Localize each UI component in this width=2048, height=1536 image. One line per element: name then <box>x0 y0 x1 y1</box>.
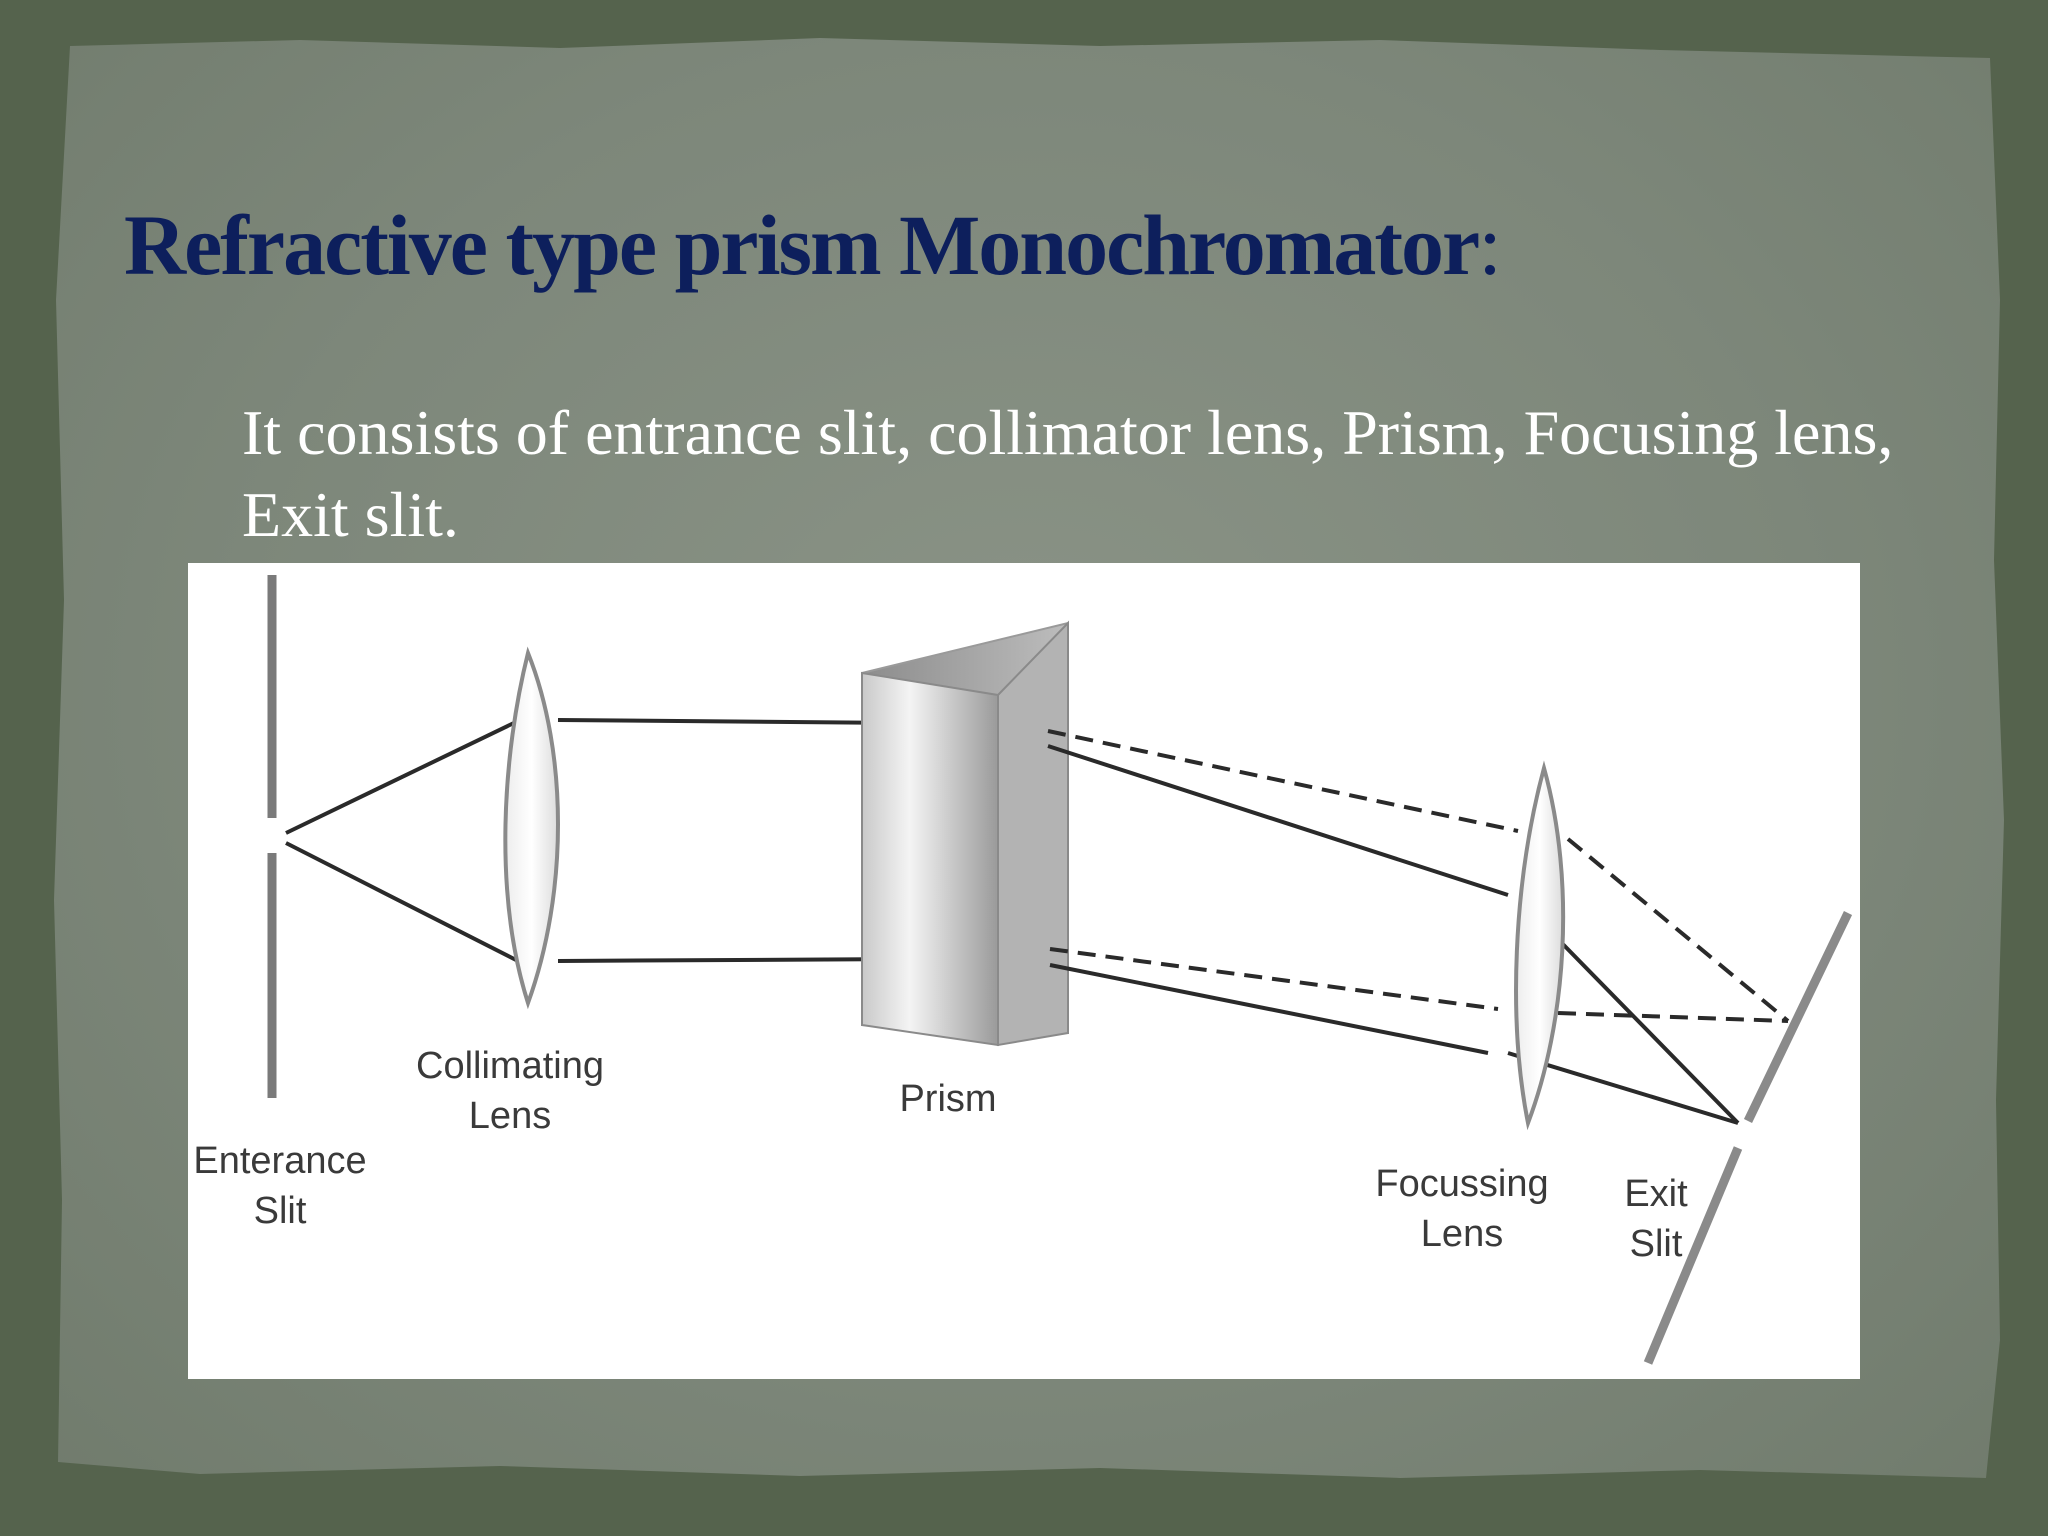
slide-title-colon: : <box>1478 197 1502 293</box>
label-entrance-slit-line2: Slit <box>254 1190 307 1232</box>
label-collimating-lens-line2: Lens <box>469 1095 551 1137</box>
label-prism: Prism <box>899 1078 996 1120</box>
dispersed-rays-dashed <box>1047 729 1790 1023</box>
prism <box>861 620 1069 1047</box>
diagram-canvas: Enterance Slit Collimating Lens Prism Fo… <box>193 575 1853 1365</box>
slide-title-text: Refractive type prism Monochromator <box>124 197 1480 293</box>
label-focussing-lens-line1: Focussing <box>1375 1163 1548 1205</box>
slide-body-text: It consists of entrance slit, collimator… <box>242 397 1894 550</box>
label-collimating-lens-line1: Collimating <box>416 1045 604 1087</box>
slide-title: Refractive type prism Monochromator: <box>124 195 1502 295</box>
label-entrance-slit-line1: Enterance <box>193 1140 366 1182</box>
incident-rays <box>285 719 519 963</box>
label-focussing-lens-line2: Lens <box>1421 1213 1503 1255</box>
collimating-lens <box>503 646 560 1010</box>
label-exit-slit-line1: Exit <box>1624 1173 1688 1215</box>
monochromator-diagram: Enterance Slit Collimating Lens Prism Fo… <box>188 563 1860 1379</box>
exit-slit <box>1643 911 1853 1365</box>
focussing-lens <box>1514 760 1566 1131</box>
label-exit-slit-line2: Slit <box>1630 1223 1683 1265</box>
